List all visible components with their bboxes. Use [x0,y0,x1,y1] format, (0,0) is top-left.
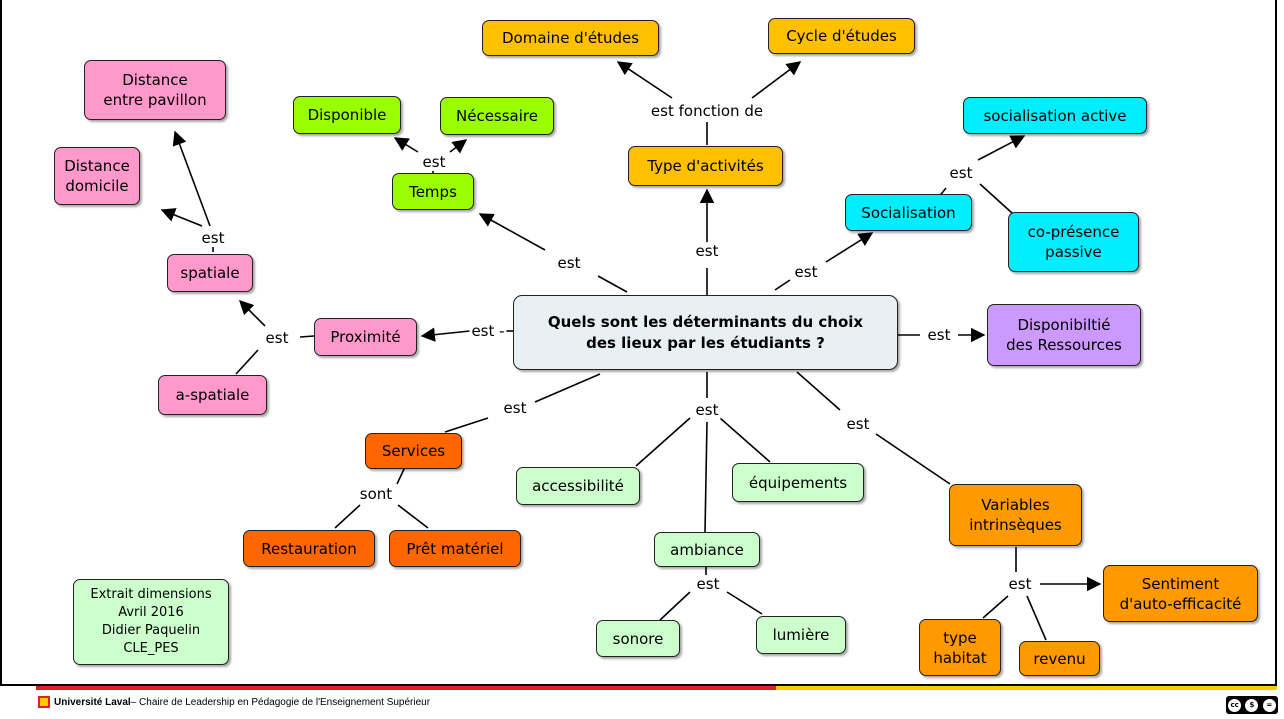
node-variables-intrinseques[interactable]: Variables intrinsèques [949,484,1082,546]
connector-lines [160,61,1102,641]
link-label-est: est [1006,575,1034,593]
node-cycle-etudes[interactable]: Cycle d'études [768,18,915,54]
link-label-est: est [792,263,820,281]
slide-frame [0,0,1277,686]
node-type-activites[interactable]: Type d'activités [628,146,783,186]
node-socialisation-active[interactable]: socialisation active [963,97,1147,134]
link-label-est: est [693,401,721,419]
node-services[interactable]: Services [365,433,462,469]
node-a-spatiale[interactable]: a-spatiale [158,375,267,415]
central-question-node[interactable]: Quels sont les déterminants du choix des… [513,295,898,370]
node-restauration[interactable]: Restauration [243,530,375,567]
node-spatiale[interactable]: spatiale [167,254,253,292]
node-sentiment-auto-efficacite[interactable]: Sentiment d'auto-efficacité [1103,565,1258,622]
link-label-est: est [947,164,975,182]
node-distance-entre-pavillon[interactable]: Distance entre pavillon [84,60,226,120]
link-label-est: est [501,399,529,417]
footer-credit: Université Laval – Chaire de Leadership … [38,696,430,708]
node-extrait-dimensions: Extrait dimensions Avril 2016 Didier Paq… [73,579,229,665]
link-label-est: est [555,254,583,272]
node-disponibilite-ressources[interactable]: Disponibiltié des Ressources [987,304,1141,366]
node-pret-materiel[interactable]: Prêt matériel [389,530,521,567]
universite-laval-logo-icon [38,696,50,708]
footer-bar-red [36,686,776,690]
footer-bar-yellow [776,686,1277,690]
node-necessaire[interactable]: Nécessaire [440,97,554,135]
footer-text: – Chaire de Leadership en Pédagogie de l… [130,696,431,708]
creative-commons-license-icon: cc$= [1226,696,1278,714]
link-label-est: est [694,575,722,593]
node-lumiere[interactable]: lumière [756,616,846,654]
node-ambiance[interactable]: ambiance [654,532,760,567]
link-label-est: est [693,242,721,260]
link-label-est: est [420,153,448,171]
node-socialisation[interactable]: Socialisation [845,194,972,231]
node-domaine-etudes[interactable]: Domaine d'études [482,20,659,56]
node-temps[interactable]: Temps [392,173,474,210]
node-distance-domicile[interactable]: Distance domicile [54,147,140,205]
link-label-est: est [199,229,227,247]
link-label-est: est [925,326,953,344]
node-co-presence-passive[interactable]: co-présence passive [1008,212,1139,272]
node-equipements[interactable]: équipements [732,463,864,502]
node-accessibilite[interactable]: accessibilité [516,467,640,505]
node-revenu[interactable]: revenu [1019,641,1100,676]
link-label-est: est [844,415,872,433]
footer-institution: Université Laval [54,696,131,708]
node-type-habitat[interactable]: type habitat [919,619,1001,676]
link-label-est: est [263,329,291,347]
node-sonore[interactable]: sonore [596,620,680,657]
link-label-sont: sont [357,485,395,503]
node-proximite[interactable]: Proximité [314,318,417,356]
link-label-est: est - [469,322,507,340]
link-label-est-fonction-de: est fonction de [648,102,766,120]
node-disponible[interactable]: Disponible [293,96,401,134]
